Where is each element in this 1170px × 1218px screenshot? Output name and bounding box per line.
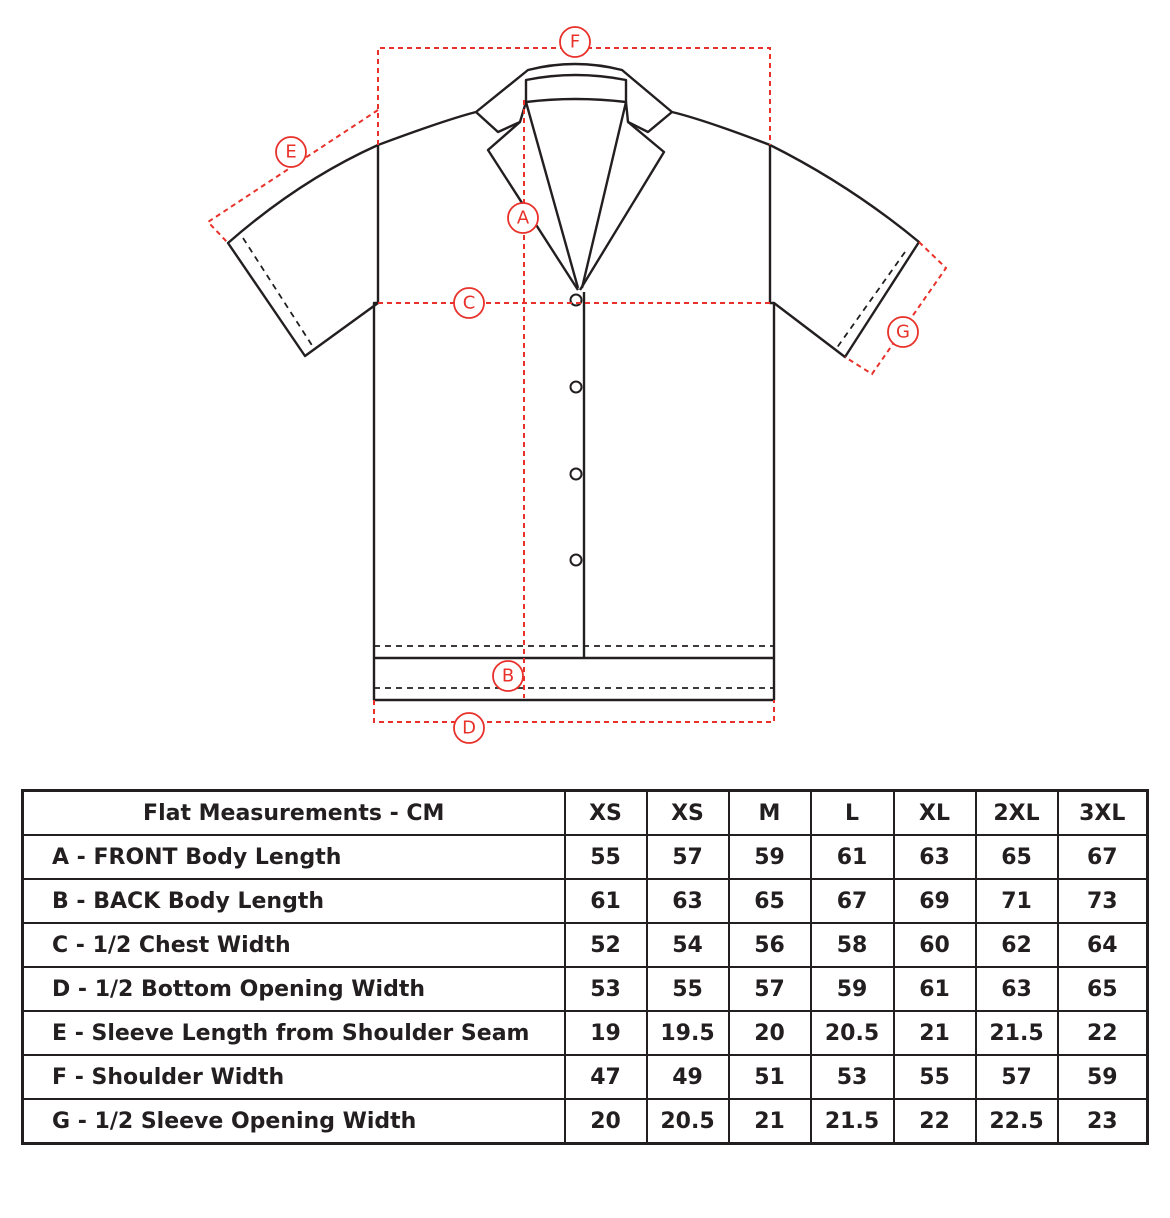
measurement-cell: 63 — [645, 878, 730, 924]
button-3 — [569, 467, 583, 481]
callout-f: F — [559, 26, 591, 58]
svg-text:B: B — [502, 666, 514, 687]
measurement-cell: 60 — [892, 922, 977, 968]
column-header-size: XL — [892, 789, 977, 836]
measurement-cell: 21 — [727, 1098, 812, 1145]
column-header-size: 3XL — [1056, 789, 1149, 836]
measurement-cell: 67 — [809, 878, 895, 924]
measurement-cell: 71 — [974, 878, 1059, 924]
measurement-cell: 20.5 — [645, 1098, 730, 1145]
row-label: A - FRONT Body Length — [21, 834, 566, 880]
measurement-cell: 57 — [645, 834, 730, 880]
measurement-cell: 53 — [809, 1054, 895, 1100]
measurement-cell: 53 — [563, 966, 648, 1012]
measurement-cell: 73 — [1056, 878, 1149, 924]
svg-text:G: G — [896, 322, 910, 343]
measurement-cell: 59 — [1056, 1054, 1149, 1100]
measurement-cell: 21 — [892, 1010, 977, 1056]
row-label: C - 1/2 Chest Width — [21, 922, 566, 968]
measurement-cell: 61 — [563, 878, 648, 924]
row-label: G - 1/2 Sleeve Opening Width — [21, 1098, 566, 1145]
svg-text:D: D — [462, 718, 476, 739]
column-header-size: XS — [645, 789, 730, 836]
svg-text:F: F — [570, 32, 580, 53]
shirt-outline — [226, 62, 921, 702]
measurement-cell: 65 — [727, 878, 812, 924]
measurement-cell: 55 — [563, 834, 648, 880]
row-label: F - Shoulder Width — [21, 1054, 566, 1100]
row-label: D - 1/2 Bottom Opening Width — [21, 966, 566, 1012]
measurement-cell: 57 — [974, 1054, 1059, 1100]
measurement-cell: 51 — [727, 1054, 812, 1100]
measurement-cell: 67 — [1056, 834, 1149, 880]
column-header-size: L — [809, 789, 895, 836]
row-label: B - BACK Body Length — [21, 878, 566, 924]
measurement-cell: 49 — [645, 1054, 730, 1100]
size-chart-table: Flat Measurements - CM XS XS M L XL 2XL … — [21, 789, 1149, 1145]
measurement-cell: 56 — [727, 922, 812, 968]
column-header-size: XS — [563, 789, 648, 836]
measurement-cell: 20 — [563, 1098, 648, 1145]
measurement-cell: 22 — [1056, 1010, 1149, 1056]
column-header-size: M — [727, 789, 812, 836]
measurement-cell: 52 — [563, 922, 648, 968]
measurement-cell: 20 — [727, 1010, 812, 1056]
callout-c: C — [453, 287, 485, 319]
measurement-cell: 59 — [727, 834, 812, 880]
measurement-cell: 19.5 — [645, 1010, 730, 1056]
measurement-cell: 63 — [974, 966, 1059, 1012]
measurement-cell: 63 — [892, 834, 977, 880]
measurement-cell: 55 — [645, 966, 730, 1012]
svg-text:E: E — [285, 142, 296, 163]
svg-text:C: C — [463, 293, 476, 314]
measurement-cell: 21.5 — [809, 1098, 895, 1145]
table-header-row: Flat Measurements - CM XS XS M L XL 2XL … — [21, 789, 1149, 836]
callout-g: G — [887, 316, 919, 348]
measurement-cell: 59 — [809, 966, 895, 1012]
svg-text:A: A — [517, 208, 530, 229]
callout-a: A — [507, 202, 539, 234]
callout-b: B — [492, 660, 524, 692]
measurement-cell: 65 — [1056, 966, 1149, 1012]
measurement-cell: 23 — [1056, 1098, 1149, 1145]
measurement-cell: 22 — [892, 1098, 977, 1145]
callout-d: D — [453, 712, 485, 744]
measurement-cell: 58 — [809, 922, 895, 968]
callout-e: E — [275, 136, 307, 168]
measurement-cell: 64 — [1056, 922, 1149, 968]
button-2 — [569, 380, 583, 394]
measurement-cell: 47 — [563, 1054, 648, 1100]
button-4 — [569, 553, 583, 567]
shirt-diagram: F E A C G B D — [206, 26, 948, 744]
measurement-cell: 54 — [645, 922, 730, 968]
measurement-cell: 55 — [892, 1054, 977, 1100]
measurement-cell: 69 — [892, 878, 977, 924]
measurement-cell: 62 — [974, 922, 1059, 968]
measurement-cell: 22.5 — [974, 1098, 1059, 1145]
measurement-cell: 21.5 — [974, 1010, 1059, 1056]
measurement-cell: 65 — [974, 834, 1059, 880]
column-header-label: Flat Measurements - CM — [21, 789, 566, 836]
measurement-cell: 19 — [563, 1010, 648, 1056]
row-label: E - Sleeve Length from Shoulder Seam — [21, 1010, 566, 1056]
measurement-cell: 61 — [892, 966, 977, 1012]
measurement-cell: 61 — [809, 834, 895, 880]
measurement-cell: 57 — [727, 966, 812, 1012]
column-header-size: 2XL — [974, 789, 1059, 836]
measurement-cell: 20.5 — [809, 1010, 895, 1056]
